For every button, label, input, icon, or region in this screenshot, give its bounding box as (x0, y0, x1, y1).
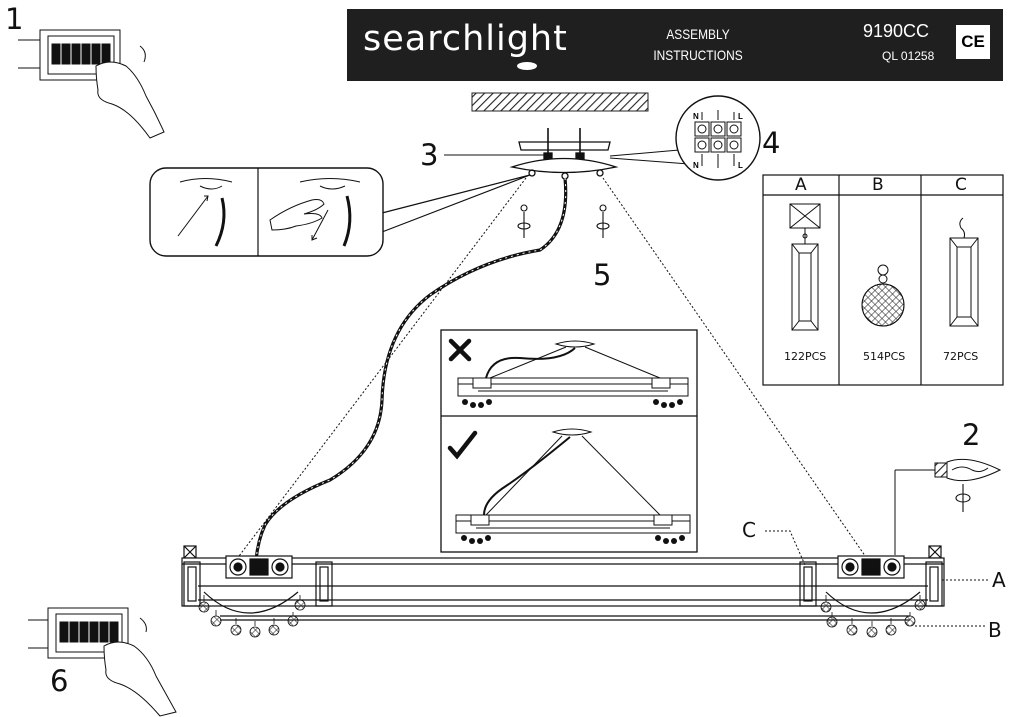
hang-inset (440, 329, 698, 553)
callout-b-label: B (988, 618, 1002, 642)
terminal-n-top: N (693, 112, 699, 121)
step-4-label: 4 (762, 126, 781, 160)
parts-count-b: 514PCS (863, 350, 906, 363)
crystal-drops-right (820, 595, 926, 638)
step-3-label: 3 (420, 138, 439, 172)
cross-icon (448, 338, 472, 362)
step-1-label: 1 (5, 2, 24, 36)
document-title-line2: INSTRUCTIONS (653, 47, 743, 63)
cable-adjust-detail (149, 167, 384, 257)
circuit-breaker-icon (28, 607, 129, 659)
product-code: QL 01258 (882, 49, 935, 63)
callout-pointer (381, 174, 531, 233)
callout-c-leader (765, 530, 806, 566)
callout-a-label: A (992, 568, 1006, 592)
header-bar: searchlight ASSEMBLY INSTRUCTIONS 9190CC… (347, 9, 1003, 81)
crystal-c-icon (949, 217, 979, 327)
check-icon (447, 430, 478, 460)
hand-icon (95, 45, 165, 139)
document-title: ASSEMBLY INSTRUCTIONS (647, 24, 749, 66)
parts-header-b: B (872, 175, 884, 195)
lamp-holder-left (225, 555, 293, 579)
parts-count-c: 72PCS (943, 350, 979, 363)
terminal-l-bottom: L (738, 161, 743, 170)
rotate-icon (517, 204, 610, 238)
terminal-block-detail (675, 95, 761, 181)
parts-count-a: 122PCS (784, 350, 827, 363)
wrong-hang-example (457, 340, 689, 408)
brand-logo: searchlight (363, 19, 568, 59)
model-number: 9190CC (863, 21, 930, 41)
crystal-a-icon (789, 203, 821, 331)
chandelier-frame (181, 545, 945, 621)
terminal-n-bottom: N (693, 161, 699, 170)
crystal-b-icon (861, 264, 905, 327)
hand-icon (103, 617, 177, 717)
rotate-icon (955, 484, 971, 512)
terminal-l-top: L (738, 112, 743, 121)
step-2-label: 2 (962, 418, 981, 452)
step-5-label: 5 (593, 258, 612, 292)
lamp-holder-right (837, 555, 905, 579)
power-cable (254, 177, 568, 561)
parts-header-c: C (955, 175, 967, 195)
hand-icon (269, 199, 325, 231)
parts-header-a: A (795, 175, 807, 195)
ceiling-canopy (509, 128, 619, 180)
candle-bulb-icon (934, 458, 1002, 482)
crystal-drops-left (198, 595, 306, 638)
suspension-wire-right (602, 177, 869, 561)
document-title-line1: ASSEMBLY (666, 26, 730, 42)
step-6-label: 6 (50, 664, 69, 698)
ceiling (471, 92, 649, 112)
ce-mark: CE (956, 25, 990, 59)
brand-logo-dot (517, 62, 537, 70)
callout-c-label: C (742, 518, 756, 542)
correct-hang-example (455, 428, 691, 544)
